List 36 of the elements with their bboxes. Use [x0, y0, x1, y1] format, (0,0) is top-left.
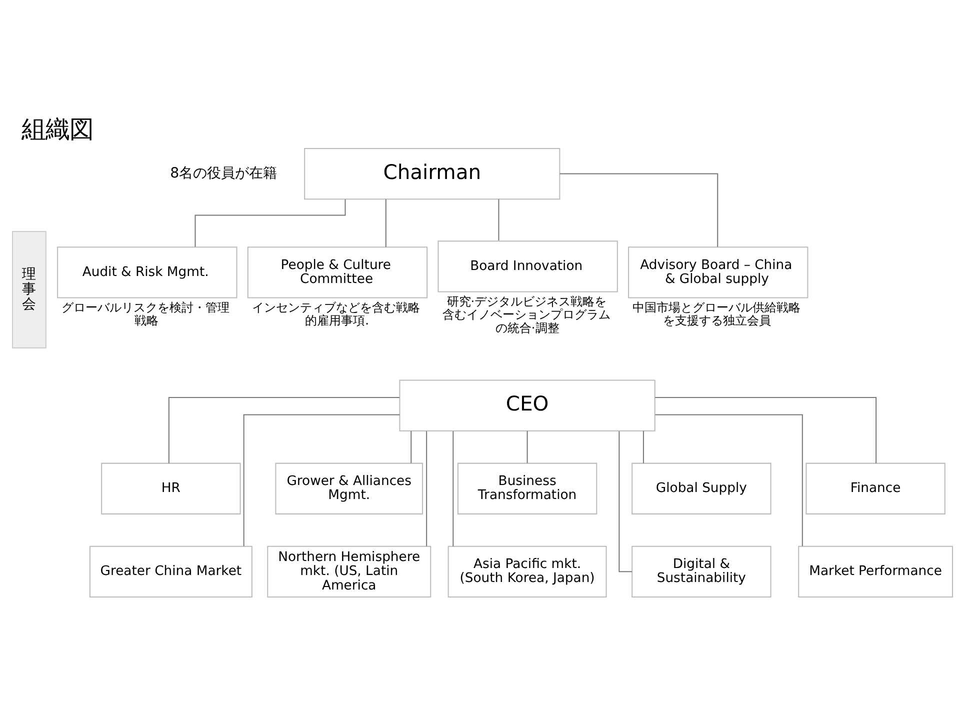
node-box: Digital & Sustainability — [632, 546, 772, 598]
connector — [655, 414, 803, 546]
connector — [194, 199, 346, 247]
node-box: Finance — [806, 462, 946, 514]
node-box: Business Transformation — [457, 462, 598, 514]
node-box: Northern Hemisphere mkt. (US, Latin America — [267, 546, 432, 598]
connector — [452, 431, 454, 546]
connector — [560, 173, 718, 247]
connector — [526, 430, 528, 464]
node-box: Greater China Market — [89, 546, 252, 598]
node-box: People & Culture Committee — [247, 246, 428, 298]
connector — [385, 199, 386, 247]
connector — [642, 430, 644, 464]
diagram-title: 組織図 — [22, 114, 94, 144]
node-box: Market Performance — [798, 546, 953, 598]
connector — [498, 199, 500, 240]
node-box: Asia Pacific mkt. (South Korea, Japan) — [448, 546, 607, 598]
node-box: 理事会 — [12, 230, 46, 348]
node-label: 中国市場とグローバル供給戦略を支援する独立会員 — [632, 300, 801, 328]
node-box: Board Innovation — [438, 240, 618, 292]
node-label: 研究·デジタルビジネス戦略を含むイノベーションプログラムの統合·調整 — [442, 294, 610, 335]
connector — [168, 397, 400, 464]
node-label: インセンティブなどを含む戦略的雇用事項. — [252, 300, 420, 328]
node-box: Grower & Alliances Mgmt. — [275, 462, 424, 514]
node-box: Advisory Board – China & Global supply — [628, 246, 808, 298]
connector — [410, 430, 412, 464]
connector — [426, 431, 428, 546]
node-label: グローバルリスクを検討・管理戦略 — [62, 300, 230, 328]
connector — [655, 397, 877, 464]
node-box: Global Supply — [632, 462, 772, 514]
connector — [243, 414, 400, 546]
node-box: HR — [101, 462, 241, 514]
node-box: CEO — [399, 380, 656, 432]
node-box: Chairman — [304, 148, 560, 200]
node-box: Audit & Risk Mgmt. — [57, 246, 238, 298]
label: 8名の役員が在籍 — [170, 166, 278, 182]
